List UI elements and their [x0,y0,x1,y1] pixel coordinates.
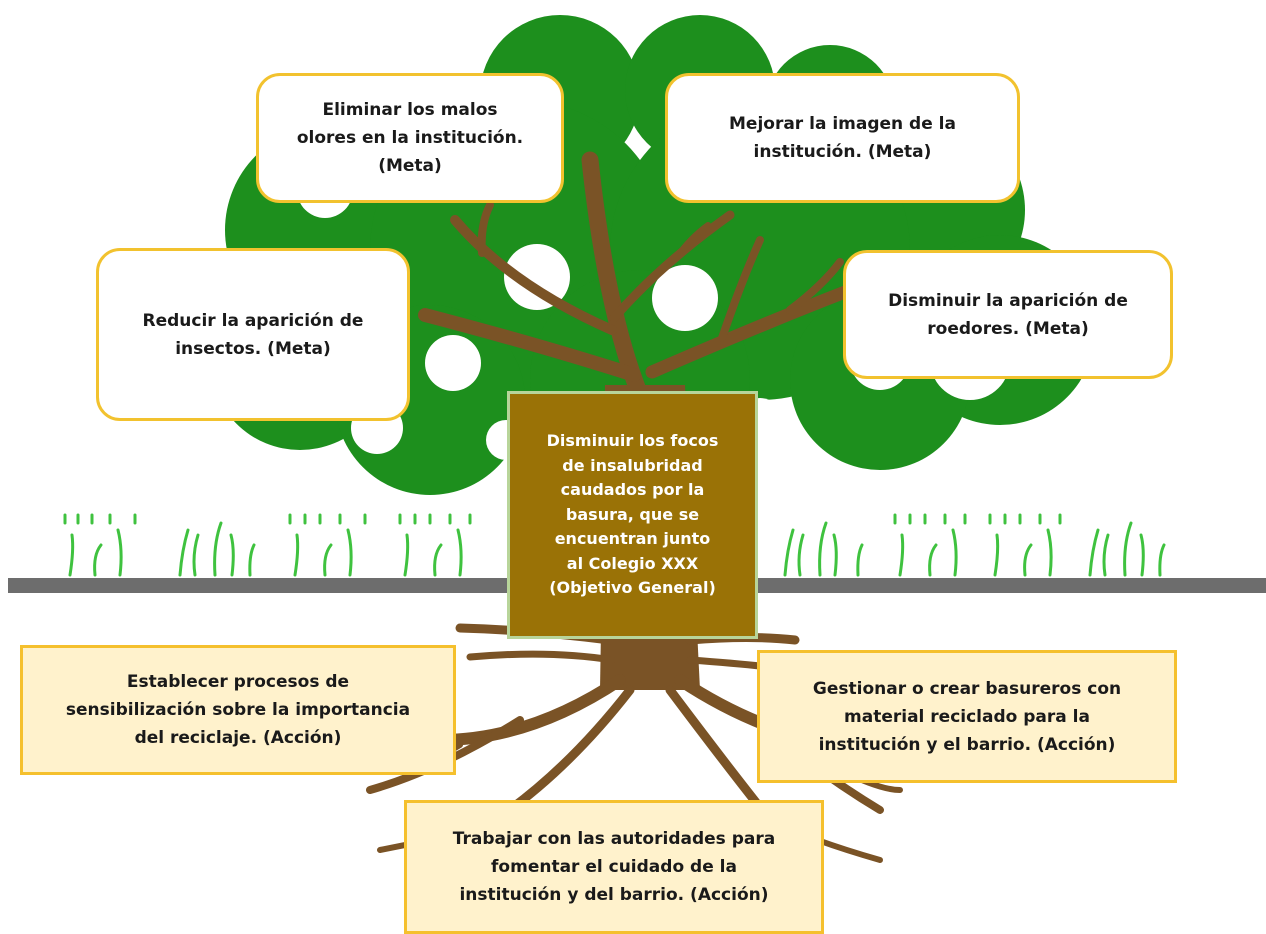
action-box-bins: Gestionar o crear basureros con material… [757,650,1177,783]
tree-trunk [418,151,852,404]
goal-box-insects: Reducir la aparición de insectos. (Meta) [96,248,410,421]
grass [63,513,1166,577]
action-box-awareness: Establecer procesos de sensibilización s… [20,645,456,775]
goal-box-odors: Eliminar los malos olores en la instituc… [256,73,564,203]
goal-box-rodents: Disminuir la aparición de roedores. (Met… [843,250,1173,379]
action-box-authorities: Trabajar con las autoridades para foment… [404,800,824,934]
goal-box-image: Mejorar la imagen de la institución. (Me… [665,73,1020,203]
general-objective-box: Disminuir los focos de insalubridad caud… [507,391,758,639]
